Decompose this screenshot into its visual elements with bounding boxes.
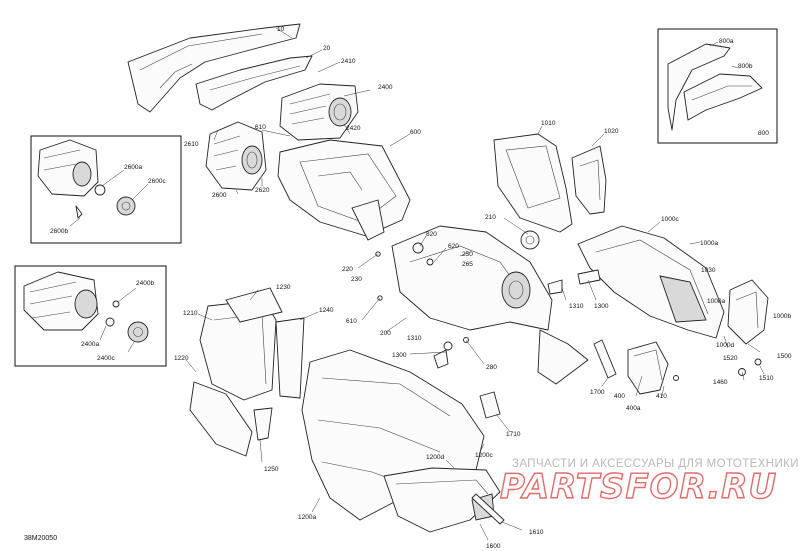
- label-2620: 2620: [255, 187, 270, 194]
- label-820: 820: [426, 231, 437, 238]
- label-1200d: 1200d: [426, 454, 444, 461]
- watermark-text: ЗАПЧАСТИ И АКСЕССУАРЫ ДЛЯ МОТОТЕХНИКИ: [512, 458, 799, 470]
- part-headlight-left: [205, 121, 267, 191]
- inset-headlight-2400: [14, 265, 167, 367]
- label-1310-a: 1310: [407, 335, 422, 342]
- label-220: 220: [342, 266, 353, 273]
- diagram-code: 38M20050: [24, 535, 57, 542]
- label-400: 400: [614, 393, 625, 400]
- label-1010: 1010: [541, 120, 556, 127]
- watermark-logo: PARTSFOR.RU: [500, 467, 777, 507]
- label-1210: 1210: [183, 310, 198, 317]
- label-1000d: 1000d: [716, 342, 734, 349]
- inset-trim-800: [657, 28, 778, 144]
- label-1200c: 1200c: [475, 452, 493, 459]
- label-200: 200: [380, 330, 391, 337]
- label-1510: 1510: [759, 375, 774, 382]
- label-1610: 1610: [529, 529, 544, 536]
- label-1600: 1600: [486, 543, 501, 550]
- part-main-fairing: [391, 225, 589, 385]
- label-2400c: 2400c: [97, 355, 115, 362]
- label-230: 230: [351, 276, 362, 283]
- label-210: 210: [485, 214, 496, 221]
- label-2420: 2420: [346, 125, 361, 132]
- part-top-cowl: [127, 23, 313, 113]
- part-lower-cowl: [301, 349, 501, 533]
- part-lower-left-panels: [189, 287, 305, 457]
- part-bracket-400: [627, 341, 669, 395]
- label-600: 600: [410, 129, 421, 136]
- label-610-lower: 610: [346, 318, 357, 325]
- label-265: 265: [462, 261, 473, 268]
- label-1500: 1500: [777, 353, 792, 360]
- leader-lines: [185, 27, 765, 541]
- label-1200a: 1200a: [298, 514, 316, 521]
- label-410: 410: [656, 393, 667, 400]
- label-2410: 2410: [341, 58, 356, 65]
- watermark: ЗАПЧАСТИ И АКСЕССУАРЫ ДЛЯ МОТОТЕХНИКИ PA…: [499, 458, 799, 508]
- label-1000b: 1000b: [773, 313, 791, 320]
- label-1520: 1520: [723, 355, 738, 362]
- label-2610: 2610: [184, 141, 199, 148]
- label-2400b: 2400b: [136, 280, 154, 287]
- label-1300-a: 1300: [392, 352, 407, 359]
- inset-headlight-2600: [30, 135, 182, 244]
- label-620: 620: [448, 243, 459, 250]
- label-1300-b: 1300: [594, 303, 609, 310]
- label-1310-b: 1310: [569, 303, 584, 310]
- label-2600c: 2600c: [148, 178, 166, 185]
- label-800b: 800b: [738, 63, 753, 70]
- part-headlight-upper: [279, 83, 359, 141]
- label-1250: 1250: [264, 466, 279, 473]
- label-2600: 2600: [212, 192, 227, 199]
- part-side-panel-1010: [493, 133, 573, 233]
- part-side-panel-1020: [571, 145, 607, 215]
- label-10: 10: [277, 26, 285, 33]
- label-1000a-top: 1000a: [700, 240, 718, 247]
- label-1030: 1030: [701, 267, 716, 274]
- label-800: 800: [758, 130, 769, 137]
- label-2400a: 2400a: [81, 341, 99, 348]
- part-right-fairing: [577, 225, 769, 345]
- label-400a: 400a: [626, 405, 641, 412]
- label-2400: 2400: [378, 84, 393, 91]
- part-strip-1700: [593, 339, 617, 379]
- label-610-upper: 610: [255, 124, 266, 131]
- part-nose-panel: [277, 139, 411, 241]
- label-1220: 1220: [174, 355, 189, 362]
- label-1460: 1460: [713, 379, 728, 386]
- label-2600a: 2600a: [124, 164, 142, 171]
- label-1240: 1240: [319, 307, 334, 314]
- label-280: 280: [486, 364, 497, 371]
- part-labels: 10 20 2410 2400 2420 2610 610 600 2620 2…: [50, 26, 792, 550]
- label-250: 250: [462, 251, 473, 258]
- label-1000a-mid: 1000a: [707, 298, 725, 305]
- label-1700: 1700: [590, 389, 605, 396]
- label-2600b: 2600b: [50, 228, 68, 235]
- label-1230: 1230: [276, 284, 291, 291]
- label-1710: 1710: [506, 431, 521, 438]
- label-1020: 1020: [604, 128, 619, 135]
- label-1000c: 1000c: [661, 216, 679, 223]
- label-800a: 800a: [719, 38, 734, 45]
- label-20: 20: [323, 45, 331, 52]
